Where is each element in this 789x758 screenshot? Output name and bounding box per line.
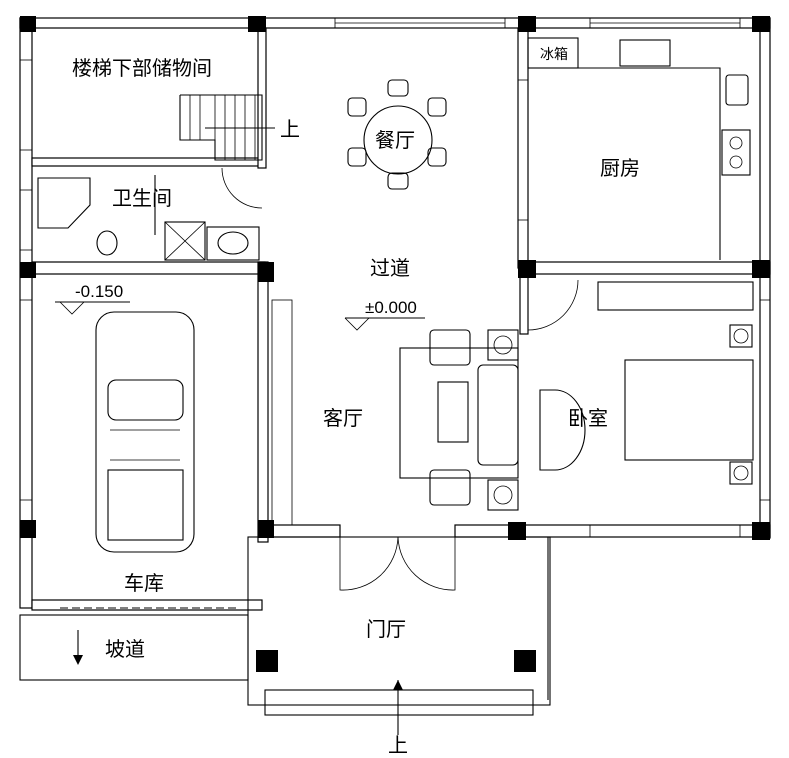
sofa-set [399, 329, 586, 511]
storage-label: 楼梯下部储物间 [72, 56, 212, 80]
stair-up-label: 上 [280, 117, 300, 141]
pillars [20, 16, 770, 672]
windows [19, 17, 771, 538]
walls [19, 17, 771, 716]
dining-table [347, 79, 447, 190]
living-label: 客厅 [323, 406, 363, 430]
bedroom-label: 卧室 [568, 406, 608, 430]
kitchen-fixtures [527, 37, 751, 260]
main-level: ±0.000 [365, 298, 417, 317]
dining-label: 餐厅 [375, 128, 415, 152]
fridge-label: 冰箱 [540, 47, 568, 63]
car [95, 311, 195, 553]
stairs [179, 94, 275, 161]
entry-up-label: 上 [388, 733, 408, 757]
doors [221, 167, 579, 591]
bathroom-fixtures [37, 175, 260, 261]
foyer-label: 门厅 [366, 617, 406, 641]
garage-level: -0.150 [75, 282, 123, 301]
garage-label: 车库 [124, 571, 164, 595]
level-markers [55, 301, 425, 735]
ramp-label: 坡道 [105, 637, 145, 661]
bed-and-wardrobe [597, 281, 754, 485]
bathroom-label: 卫生间 [112, 186, 172, 210]
kitchen-label: 厨房 [600, 156, 640, 180]
corridor-label: 过道 [370, 256, 410, 280]
